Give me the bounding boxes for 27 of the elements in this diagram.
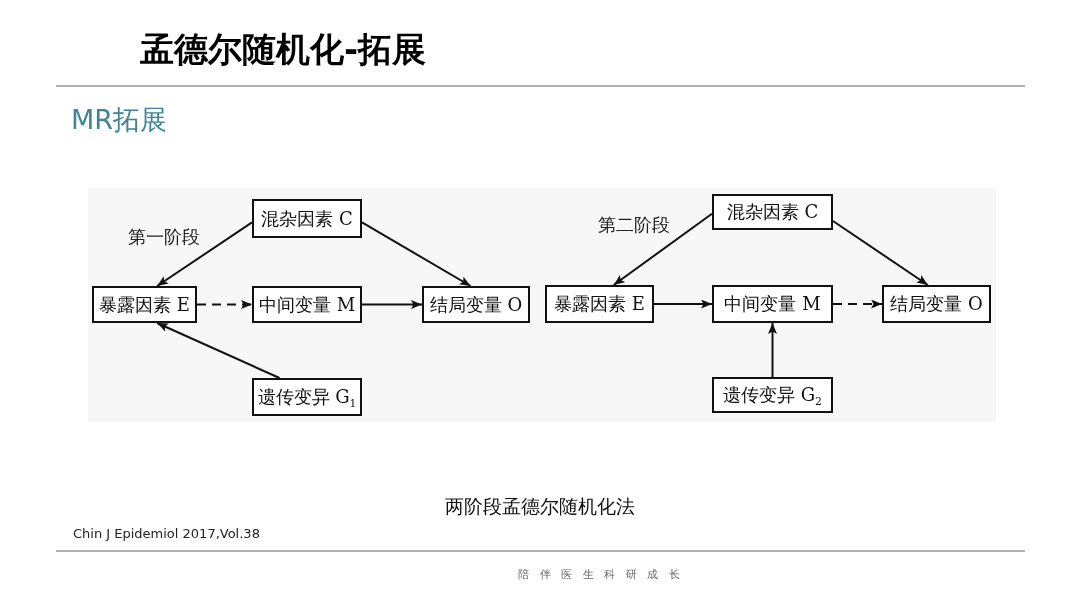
arrow bbox=[156, 322, 281, 379]
stage-label: 第一阶段 bbox=[128, 225, 200, 249]
citation: Chin J Epidemiol 2017,Vol.38 bbox=[73, 525, 260, 543]
variable-box: 暴露因素 E bbox=[92, 286, 197, 323]
arrow bbox=[832, 220, 929, 286]
arrow bbox=[653, 299, 713, 309]
title: 孟德尔随机化-拓展 bbox=[140, 28, 427, 71]
variable-box: 结局变量 O bbox=[422, 286, 530, 323]
arrow bbox=[361, 300, 423, 309]
subtitle: MR拓展 bbox=[71, 103, 168, 137]
arrow bbox=[832, 299, 883, 309]
arrow bbox=[196, 300, 253, 309]
footer-text: 陪伴医生科研成长 bbox=[518, 567, 690, 583]
variable-box: 中间变量 M bbox=[252, 286, 362, 323]
variable-box: 中间变量 M bbox=[712, 285, 833, 323]
variable-box: 结局变量 O bbox=[882, 285, 991, 323]
variable-box: 混杂因素 C bbox=[712, 194, 833, 230]
stage-label: 第二阶段 bbox=[598, 213, 670, 237]
arrow bbox=[156, 221, 253, 287]
arrow bbox=[612, 212, 713, 286]
variable-box: 混杂因素 C bbox=[252, 199, 362, 238]
caption: 两阶段孟德尔随机化法 bbox=[444, 494, 636, 519]
variable-box: 遗传变异 G$_{1}$ bbox=[252, 378, 362, 416]
variable-box: 暴露因素 E bbox=[545, 285, 654, 323]
variable-box: 遗传变异 G$_{2}$ bbox=[712, 377, 833, 413]
arrow bbox=[361, 221, 472, 287]
arrow bbox=[768, 322, 777, 378]
